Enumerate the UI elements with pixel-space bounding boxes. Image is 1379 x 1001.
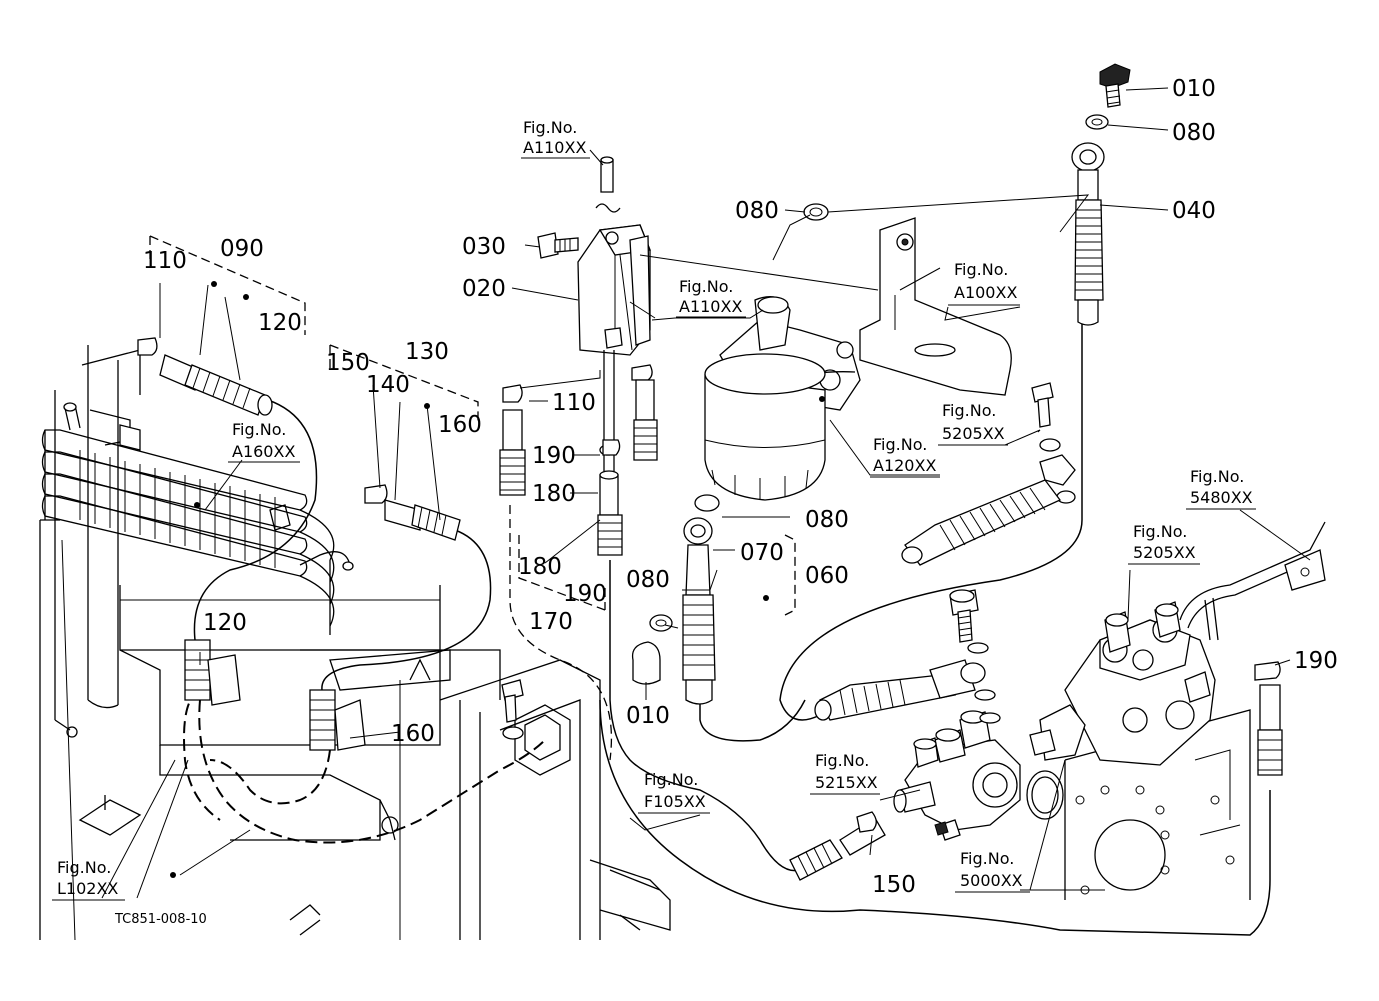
part-label-060: 060 [805,563,849,589]
fig-ref-f105xx: Fig.No. F105XX [638,770,710,814]
part-label-190: 190 [563,581,607,607]
fig-ref-a110xx: Fig.No. A110XX [676,277,746,318]
fig-ref-a110xx: Fig.No. A110XX [521,118,590,159]
part-label-160: 160 [438,412,482,438]
svg-text:Fig.No.: Fig.No. [815,751,869,770]
fig-ref-a120xx: Fig.No. A120XX [870,435,940,478]
fig-ref-a100xx: Fig.No. A100XX [948,260,1020,306]
injection-pump-and-engine-block [1029,521,1326,900]
svg-text:Fig.No.: Fig.No. [873,435,927,454]
part-label-040: 040 [1172,198,1216,224]
part-label-080: 080 [735,198,779,224]
part-label-110: 110 [143,248,187,274]
fuel-filter-assembly [704,217,1012,501]
fig-ref-5215xx: Fig.No. 5215XX [810,751,880,795]
svg-text:5205XX: 5205XX [942,424,1005,443]
svg-text:A120XX: A120XX [873,456,936,475]
svg-text:Fig.No.: Fig.No. [942,401,996,420]
part-label-170: 170 [529,609,573,635]
fig-ref-5480xx: Fig.No. 5480XX [1186,467,1256,510]
svg-text:Fig.No.: Fig.No. [679,277,733,296]
svg-text:5000XX: 5000XX [960,871,1023,890]
fuel-pump [893,589,1064,841]
leader-dots [170,281,825,878]
svg-text:Fig.No.: Fig.No. [960,849,1014,868]
part-label-010: 010 [1172,76,1216,102]
svg-text:F105XX: F105XX [644,792,706,811]
svg-text:A160XX: A160XX [232,442,295,461]
fig-ref-5205xx: Fig.No. 5205XX [1128,522,1200,565]
svg-text:Fig.No.: Fig.No. [523,118,577,137]
part-label-190: 190 [532,443,576,469]
svg-text:A100XX: A100XX [954,283,1017,302]
part-label-150: 150 [872,872,916,898]
svg-text:L102XX: L102XX [57,879,118,898]
figure-reference-labels: Fig.No. A110XX Fig.No. A110XX Fig.No. A1… [52,118,1256,901]
assembly-brackets [149,235,796,616]
part-label-080: 080 [1172,120,1216,146]
svg-text:5215XX: 5215XX [815,773,878,792]
svg-text:Fig.No.: Fig.No. [1133,522,1187,541]
background-structure [39,345,671,941]
part-label-070: 070 [740,540,784,566]
svg-text:Fig.No.: Fig.No. [954,260,1008,279]
part-label-010: 010 [626,703,670,729]
fuel-hoses [183,320,1271,936]
part-label-140: 140 [366,372,410,398]
part-label-120: 120 [258,310,302,336]
part-label-180: 180 [518,554,562,580]
part-label-030: 030 [462,234,506,260]
part-label-090: 090 [220,236,264,262]
fig-ref-a160xx: Fig.No. A160XX [228,420,300,463]
svg-text:Fig.No.: Fig.No. [644,770,698,789]
part-label-150: 150 [326,350,370,376]
leader-lines [101,87,1311,899]
drawing-code: TC851-008-10 [114,912,207,927]
svg-text:Fig.No.: Fig.No. [1190,467,1244,486]
part-label-110: 110 [552,390,596,416]
svg-text:Fig.No.: Fig.No. [232,420,286,439]
oil-cooler [41,402,354,635]
part-number-labels: 010 080 040 080 030 020 110 090 120 150 … [143,76,1338,898]
part-label-160: 160 [391,721,435,747]
part-label-080: 080 [805,507,849,533]
part-label-080: 080 [626,567,670,593]
part-label-180: 180 [532,481,576,507]
fig-ref-5000xx: Fig.No. 5000XX [955,849,1030,893]
svg-text:5205XX: 5205XX [1133,543,1196,562]
part-label-120: 120 [203,610,247,636]
fig-ref-5205xx: Fig.No. 5205XX [938,401,1008,446]
svg-text:Fig.No.: Fig.No. [57,858,111,877]
svg-text:A110XX: A110XX [679,297,742,316]
part-label-190: 190 [1294,648,1338,674]
fig-ref-l102xx: Fig.No. L102XX [52,858,125,901]
part-label-130: 130 [405,339,449,365]
part-label-020: 020 [462,276,506,302]
svg-text:A110XX: A110XX [523,138,586,157]
svg-text:5480XX: 5480XX [1190,488,1253,507]
